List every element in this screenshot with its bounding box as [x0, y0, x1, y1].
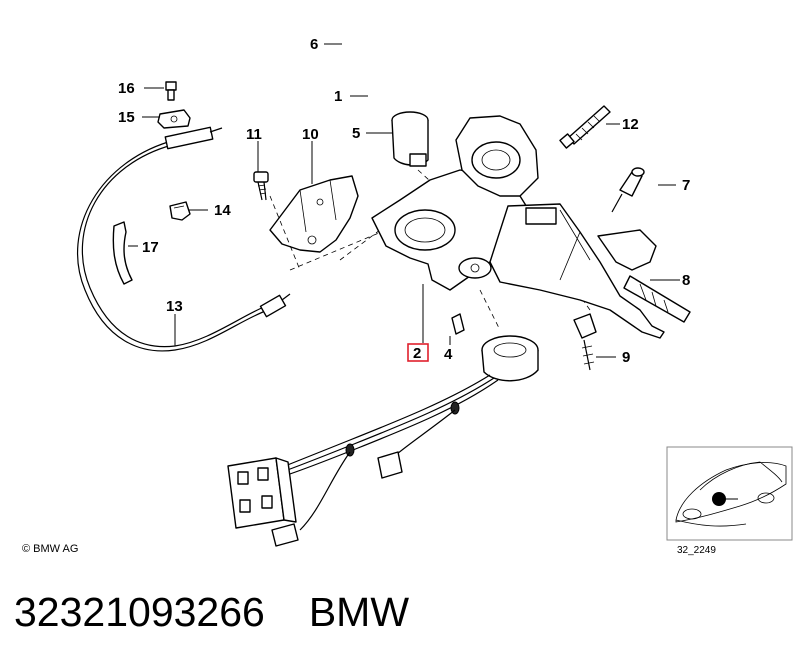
leader-lines — [128, 43, 680, 358]
screw-9 — [573, 313, 597, 371]
screw-11 — [253, 171, 269, 201]
callout-12: 12 — [622, 116, 639, 133]
wiring-harness — [271, 374, 499, 547]
callout-11: 11 — [246, 126, 262, 143]
callout-10: 10 — [302, 126, 319, 143]
clip-14 — [169, 201, 191, 221]
ignition-switch — [481, 335, 539, 382]
vehicle-locator-thumbnail — [666, 446, 793, 541]
callout-17: 17 — [142, 239, 159, 256]
cable-13 — [76, 126, 291, 352]
pin-12 — [559, 105, 611, 149]
callout-2: 2 — [413, 345, 421, 362]
brand-name: BMW — [308, 589, 410, 635]
cover-10 — [269, 175, 359, 253]
callout-14: 14 — [214, 202, 231, 219]
callout-2-highlight-box — [407, 343, 429, 362]
screw-4 — [451, 313, 465, 335]
lock-cylinder-5 — [391, 111, 429, 167]
callout-9: 9 — [622, 349, 630, 366]
callout-8: 8 — [682, 272, 690, 289]
part-number: 32321093266 — [14, 589, 265, 635]
callout-16: 16 — [118, 80, 135, 97]
pin-7 — [611, 167, 645, 213]
clip-17 — [112, 221, 133, 285]
footer: 32321093266 BMW — [14, 586, 409, 646]
callout-7: 7 — [682, 177, 690, 194]
steering-lock-housing-1 — [371, 115, 665, 339]
copyright: © BMW AG — [22, 543, 78, 555]
callout-15: 15 — [118, 109, 135, 126]
thumbnail-label: 32_2249 — [677, 545, 716, 556]
callout-1: 1 — [334, 88, 342, 105]
nut-15 — [157, 109, 191, 129]
screw-16 — [165, 81, 177, 101]
callout-6: 6 — [310, 36, 318, 53]
bracket-8 — [597, 229, 691, 323]
callout-13: 13 — [166, 298, 183, 315]
callout-5: 5 — [352, 125, 360, 142]
parts-diagram: 6 1 5 16 15 11 10 12 7 14 17 8 13 4 9 2 … — [22, 36, 793, 556]
callout-4: 4 — [444, 346, 453, 363]
connector-block — [227, 457, 297, 529]
